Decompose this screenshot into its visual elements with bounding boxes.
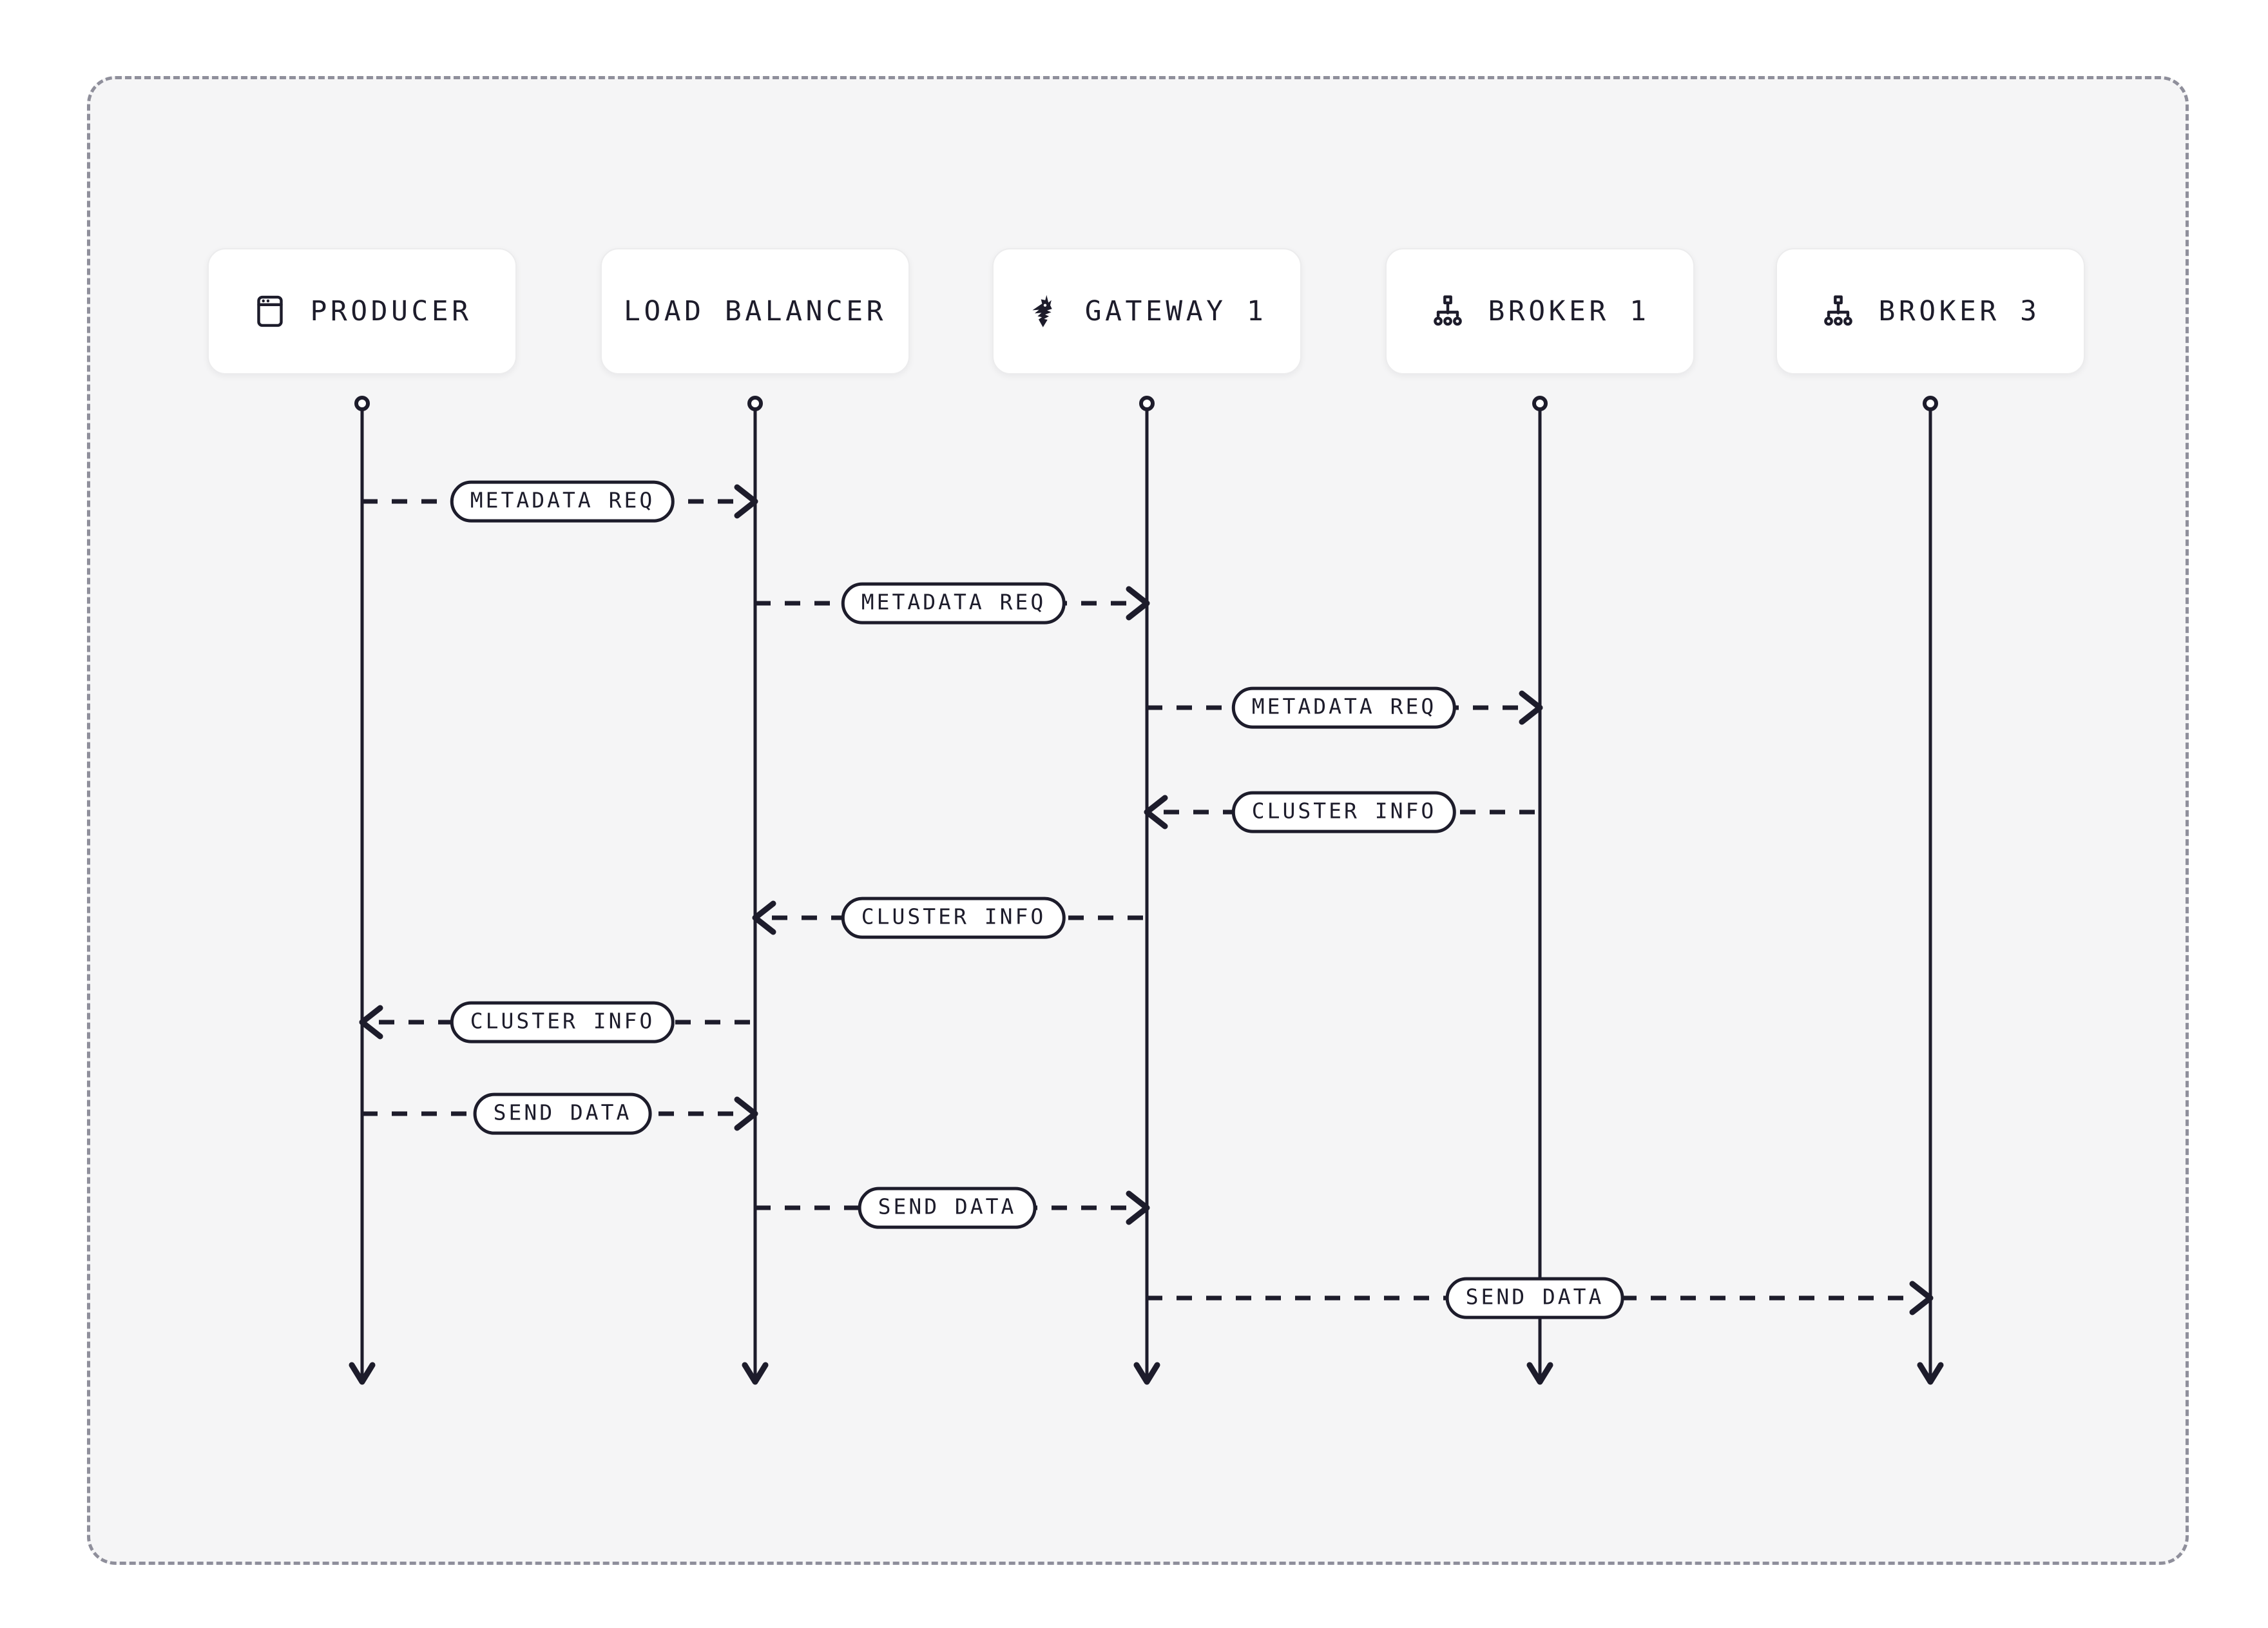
message-label: SEND DATA bbox=[1445, 1277, 1624, 1319]
message-m2[interactable]: METADATA REQ bbox=[755, 574, 1150, 632]
participant-label: PRODUCER bbox=[310, 295, 472, 327]
participant-card-broker-1[interactable]: BROKER 1 bbox=[1385, 248, 1695, 374]
message-label: SEND DATA bbox=[858, 1187, 1037, 1229]
lifeline-start-circle bbox=[1139, 396, 1155, 411]
participant-card-broker-3[interactable]: BROKER 3 bbox=[1776, 248, 2085, 374]
message-label: METADATA REQ bbox=[841, 582, 1066, 625]
wolf-head-icon-wrap bbox=[1027, 293, 1063, 329]
lifeline-end-arrow bbox=[1133, 1362, 1160, 1385]
message-arrowhead bbox=[1126, 1190, 1150, 1225]
message-m9[interactable]: SEND DATA bbox=[1147, 1269, 1934, 1327]
message-label: CLUSTER INFO bbox=[450, 1001, 675, 1043]
network-nodes-icon bbox=[1824, 295, 1853, 326]
network-nodes-icon-wrap bbox=[1430, 293, 1466, 329]
lifeline-end-arrow bbox=[349, 1362, 376, 1385]
lifeline-start-circle bbox=[1923, 396, 1938, 411]
message-label: CLUSTER INFO bbox=[841, 896, 1066, 939]
message-m7[interactable]: SEND DATA bbox=[362, 1085, 758, 1143]
lifeline-end-arrow bbox=[1526, 1362, 1553, 1385]
participant-label: LOAD BALANCER bbox=[623, 295, 887, 327]
message-arrowhead bbox=[1126, 586, 1150, 621]
message-m1[interactable]: METADATA REQ bbox=[362, 472, 758, 530]
lifeline-broker-3 bbox=[1911, 396, 1950, 1405]
message-m3[interactable]: METADATA REQ bbox=[1147, 679, 1543, 737]
lifeline-start-circle bbox=[354, 396, 370, 411]
message-label: METADATA REQ bbox=[1231, 686, 1457, 729]
participant-card-gateway-1[interactable]: GATEWAY 1 bbox=[992, 248, 1302, 374]
message-arrowhead bbox=[734, 484, 758, 519]
participant-label: BROKER 3 bbox=[1878, 295, 2041, 327]
message-arrowhead bbox=[359, 1005, 383, 1040]
lifeline-end-arrow bbox=[742, 1362, 769, 1385]
message-m8[interactable]: SEND DATA bbox=[755, 1179, 1150, 1237]
message-m4[interactable]: CLUSTER INFO bbox=[1144, 783, 1540, 841]
lifeline-end-arrow bbox=[1917, 1362, 1944, 1385]
lifeline-producer bbox=[343, 396, 381, 1405]
message-arrowhead bbox=[734, 1096, 758, 1131]
message-arrowhead bbox=[1909, 1281, 1934, 1315]
lifeline-start-circle bbox=[1532, 396, 1548, 411]
message-m5[interactable]: CLUSTER INFO bbox=[752, 889, 1147, 947]
lifeline-gateway-1 bbox=[1128, 396, 1166, 1405]
message-label: SEND DATA bbox=[473, 1092, 652, 1135]
message-arrowhead bbox=[1519, 690, 1543, 725]
message-arrowhead bbox=[752, 900, 776, 935]
message-arrowhead bbox=[1144, 795, 1168, 829]
participant-card-producer[interactable]: PRODUCER bbox=[207, 248, 517, 374]
participant-card-load-balancer[interactable]: LOAD BALANCER bbox=[601, 248, 910, 374]
network-nodes-icon-wrap bbox=[1820, 293, 1856, 329]
participant-label: BROKER 1 bbox=[1488, 295, 1650, 327]
message-label: CLUSTER INFO bbox=[1231, 791, 1457, 833]
lifeline-start-circle bbox=[747, 396, 763, 411]
lifeline-load-balancer bbox=[736, 396, 774, 1405]
message-label: METADATA REQ bbox=[450, 480, 675, 523]
message-m6[interactable]: CLUSTER INFO bbox=[359, 993, 755, 1051]
browser-window-icon bbox=[257, 295, 284, 327]
lifeline-broker-1 bbox=[1521, 396, 1559, 1405]
participant-label: GATEWAY 1 bbox=[1084, 295, 1267, 327]
network-nodes-icon bbox=[1434, 295, 1463, 326]
browser-window-icon-wrap bbox=[252, 293, 288, 329]
wolf-head-icon bbox=[1032, 295, 1052, 327]
